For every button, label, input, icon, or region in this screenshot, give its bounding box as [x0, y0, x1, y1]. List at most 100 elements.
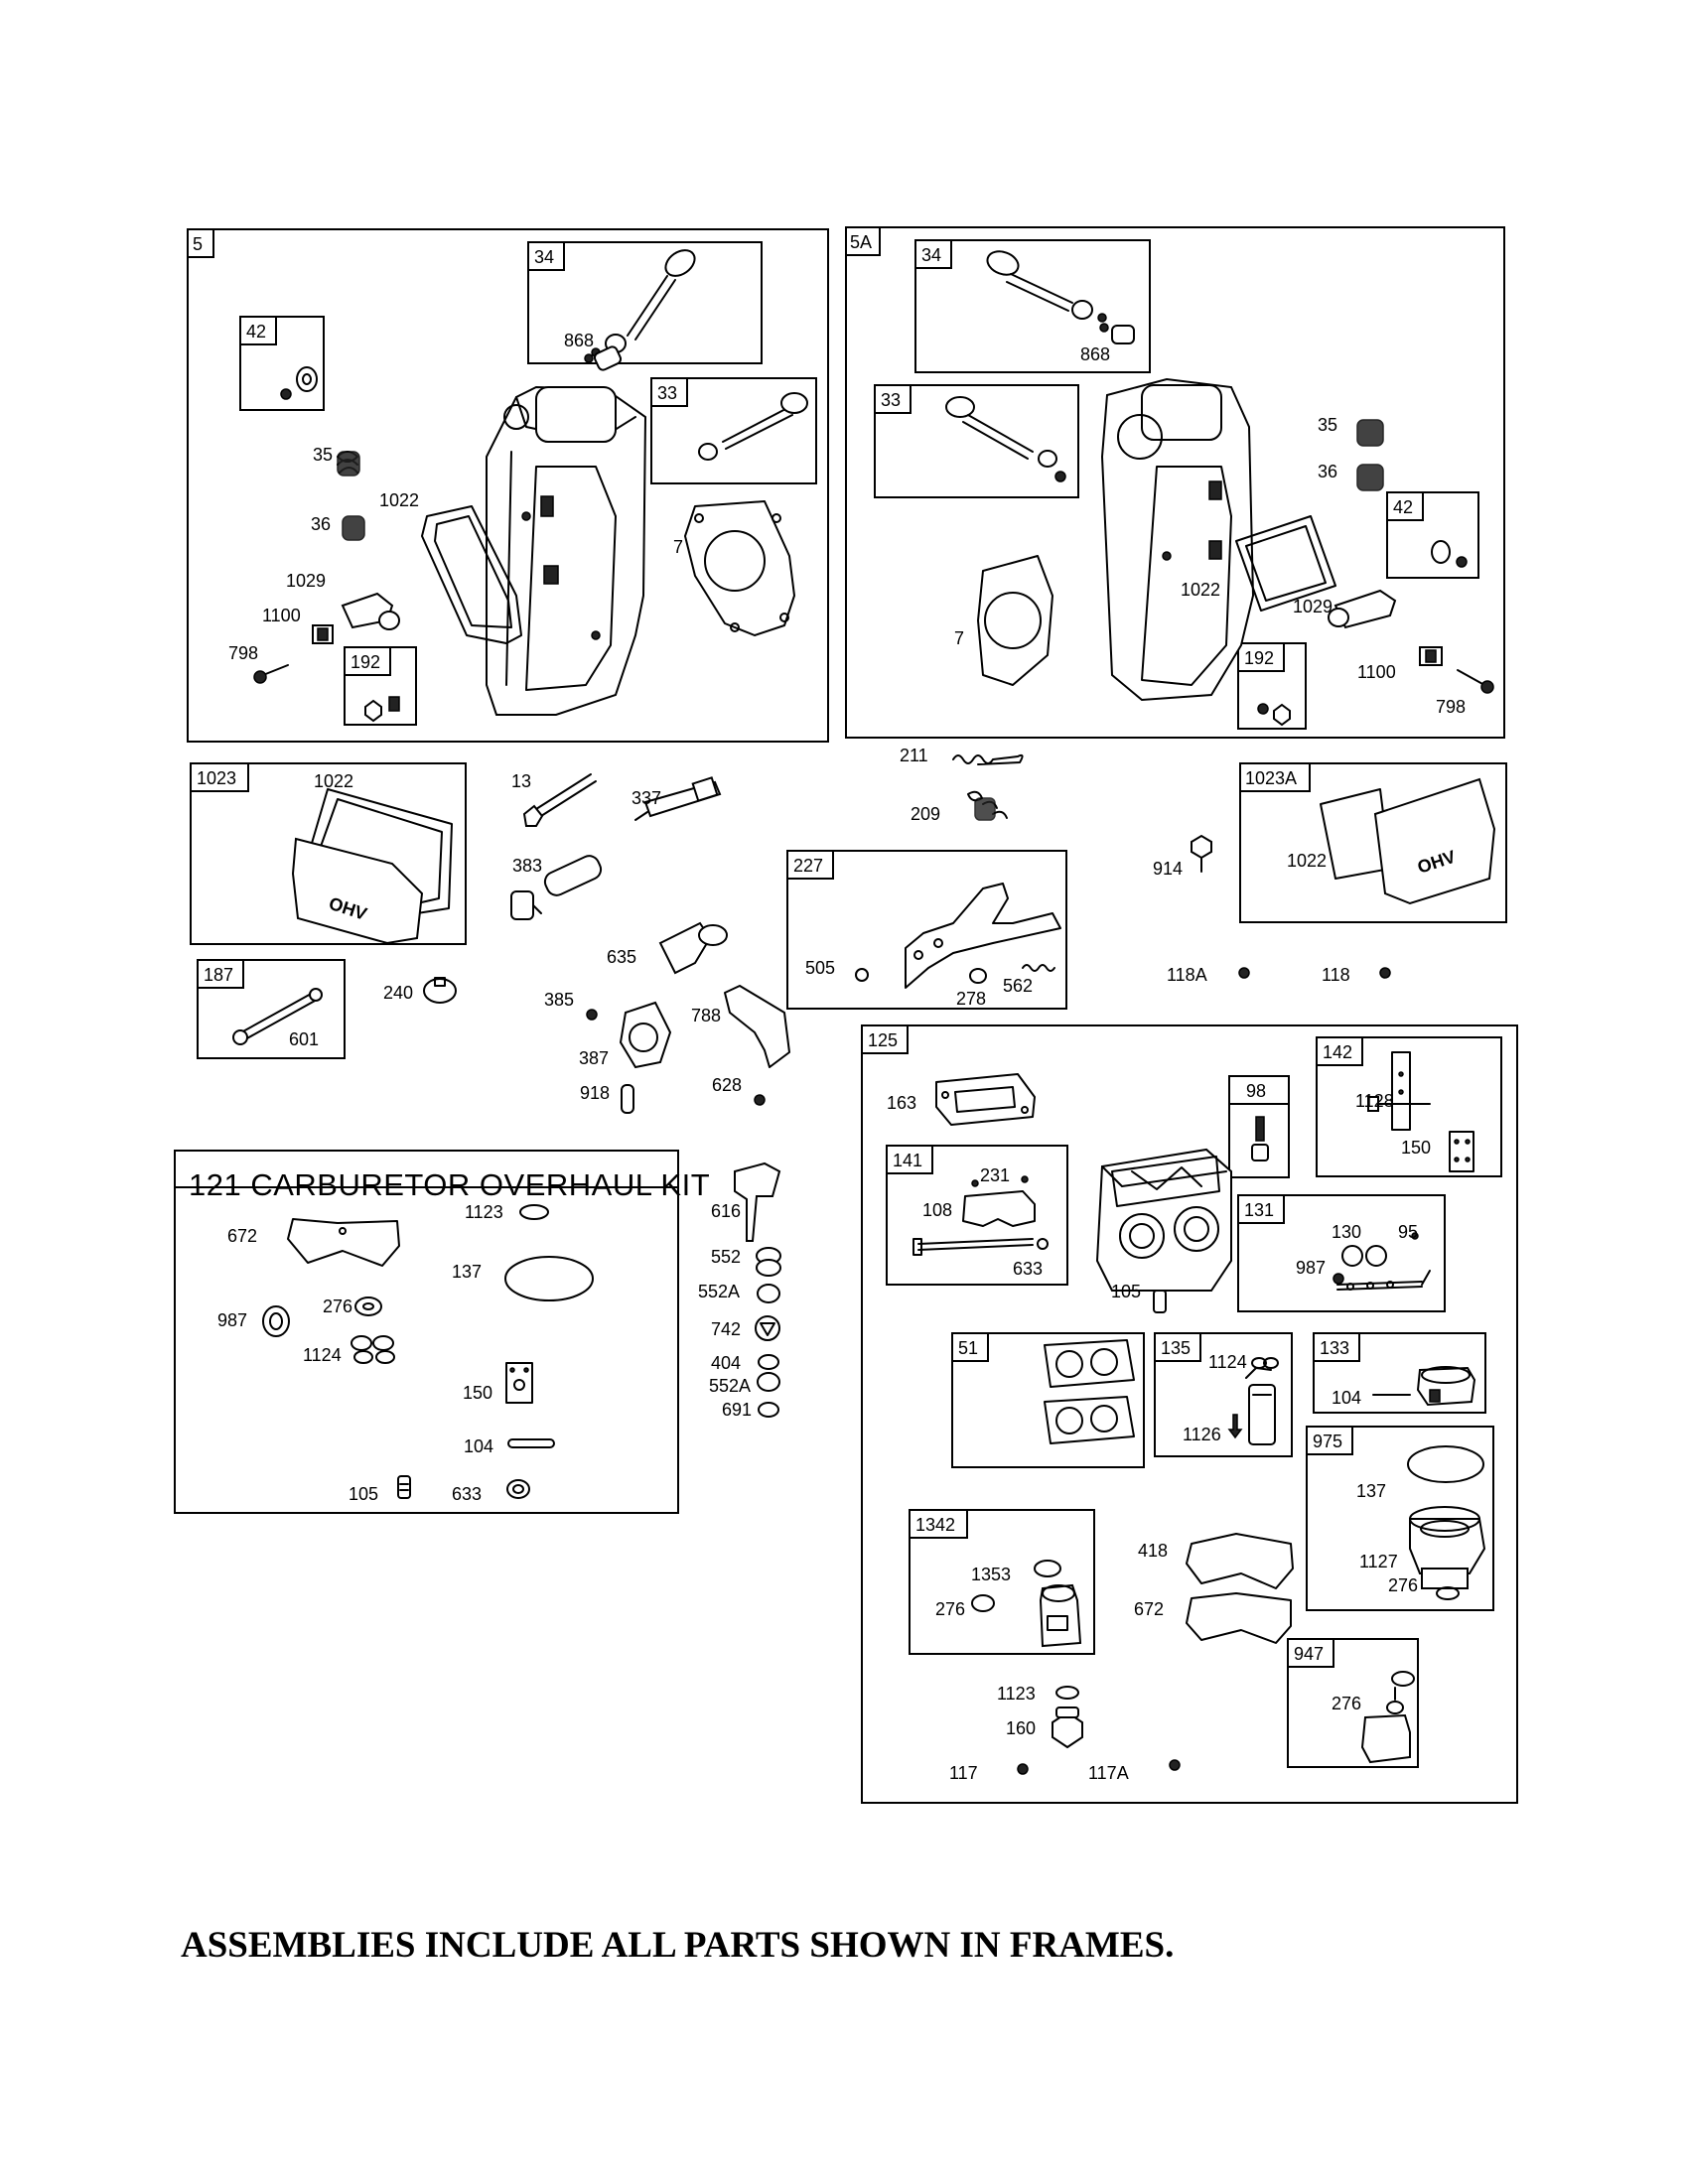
part-label: 150	[463, 1383, 493, 1403]
part-label: 7	[673, 537, 684, 557]
valve-cover-1023a: OHV	[1320, 777, 1496, 905]
part-label: 383	[512, 856, 543, 876]
carburetor-body	[1095, 1148, 1232, 1292]
rocker-1029-right	[1328, 589, 1397, 629]
part-label: 35	[313, 445, 334, 465]
screw-385	[586, 1009, 598, 1021]
part-label: 552A	[709, 1376, 752, 1396]
frame-tag-1342: 1342	[915, 1515, 956, 1535]
part-label: 130	[1332, 1222, 1362, 1242]
screw-117a	[1169, 1759, 1181, 1771]
governor-387	[619, 1001, 672, 1069]
part-label: 209	[911, 804, 941, 824]
retainer-42-left	[280, 366, 318, 400]
part-label: 798	[1436, 697, 1467, 717]
part-label: 1022	[1287, 851, 1328, 871]
part-label: 105	[349, 1484, 379, 1504]
head-gasket-7-right	[977, 555, 1053, 686]
frame-5a	[845, 226, 1505, 739]
solenoid-98	[1251, 1116, 1269, 1161]
part-label: 628	[712, 1075, 743, 1095]
frame-227	[786, 850, 1067, 1010]
kit-washer-276	[354, 1297, 382, 1316]
frame-34-left	[527, 241, 763, 364]
part-label: 1126	[1183, 1425, 1221, 1444]
jet-105-carb	[1153, 1290, 1167, 1313]
fuel-inlet-616	[734, 1161, 781, 1242]
kit-clips-1124	[351, 1335, 395, 1364]
frame-tag-1023: 1023	[197, 768, 237, 788]
frame-tag-34-right: 34	[921, 245, 942, 265]
frame-142	[1316, 1036, 1502, 1177]
frame-tag-142: 142	[1323, 1042, 1353, 1062]
frame-42-left	[239, 316, 325, 411]
frame-34-right	[914, 239, 1151, 373]
frame-tag-125: 125	[868, 1030, 899, 1050]
pin-918	[621, 1084, 634, 1114]
part-label: 633	[452, 1484, 483, 1504]
part-label: 1022	[379, 490, 420, 510]
frame-141	[886, 1145, 1068, 1286]
part-label: 633	[1013, 1259, 1044, 1279]
kit-ring-1123	[519, 1204, 549, 1220]
part-label: 163	[887, 1093, 917, 1113]
frame-33-left	[650, 377, 817, 484]
frame-131	[1237, 1194, 1446, 1312]
gasket-1022-left	[421, 505, 522, 644]
part-label: 418	[1138, 1541, 1169, 1561]
part-label: 160	[1006, 1718, 1037, 1738]
part-label: 552	[711, 1247, 742, 1267]
valve-cover-1023: OHV	[291, 788, 453, 945]
part-label: 1353	[971, 1565, 1012, 1584]
part-label: 616	[711, 1201, 742, 1221]
solenoid-947	[1360, 1671, 1415, 1764]
part-label: 635	[607, 947, 637, 967]
governor-control-227	[855, 883, 1061, 989]
frame-tag-33-left: 33	[657, 383, 678, 403]
ring-691	[758, 1402, 779, 1418]
part-label: 137	[452, 1262, 483, 1282]
part-label: 691	[722, 1400, 753, 1420]
part-label: 150	[1401, 1138, 1432, 1158]
kit-jet-105	[397, 1475, 411, 1499]
part-label: 868	[564, 331, 595, 350]
valve-34-left	[584, 249, 696, 371]
kit-plate-150	[505, 1362, 533, 1404]
part-label: 276	[1388, 1575, 1419, 1595]
frame-tag-947: 947	[1294, 1644, 1325, 1664]
screw-628	[754, 1094, 766, 1106]
gaskets-51	[1044, 1339, 1135, 1444]
spring-209	[967, 790, 1008, 821]
pivot-1100-left	[312, 624, 334, 644]
kit-gasket-672	[287, 1218, 400, 1267]
bracket-788	[724, 985, 790, 1068]
frame-1342	[909, 1509, 1095, 1655]
part-label: 1124	[1208, 1352, 1247, 1372]
frame-1023a	[1239, 762, 1507, 923]
frame-tag-141: 141	[893, 1151, 923, 1170]
part-label: 211	[900, 746, 928, 765]
spring-36-left	[342, 515, 365, 541]
part-label: 36	[311, 514, 332, 534]
bolt-914	[1191, 834, 1212, 873]
part-label: 788	[691, 1006, 722, 1025]
part-label: 672	[227, 1226, 258, 1246]
solenoid-1342	[971, 1560, 1082, 1648]
bracket-142	[1367, 1051, 1474, 1172]
frame-975	[1306, 1426, 1494, 1611]
footer-note: ASSEMBLIES INCLUDE ALL PARTS SHOWN IN FR…	[181, 1925, 1175, 1966]
spring-211	[952, 753, 1024, 765]
part-label: 276	[1332, 1694, 1362, 1713]
float-131	[1333, 1232, 1431, 1291]
part-label: 385	[544, 990, 575, 1010]
frame-tag-33-right: 33	[881, 390, 902, 410]
cylinder-head-left	[486, 385, 647, 716]
part-label: 1022	[1181, 580, 1221, 600]
air-horn-975	[1407, 1445, 1486, 1600]
frame-tag-192-left: 192	[351, 652, 381, 672]
frame-tag-975: 975	[1313, 1432, 1343, 1451]
plate-141	[912, 1175, 1049, 1256]
part-label: 231	[980, 1165, 1011, 1185]
frame-133	[1313, 1332, 1486, 1414]
